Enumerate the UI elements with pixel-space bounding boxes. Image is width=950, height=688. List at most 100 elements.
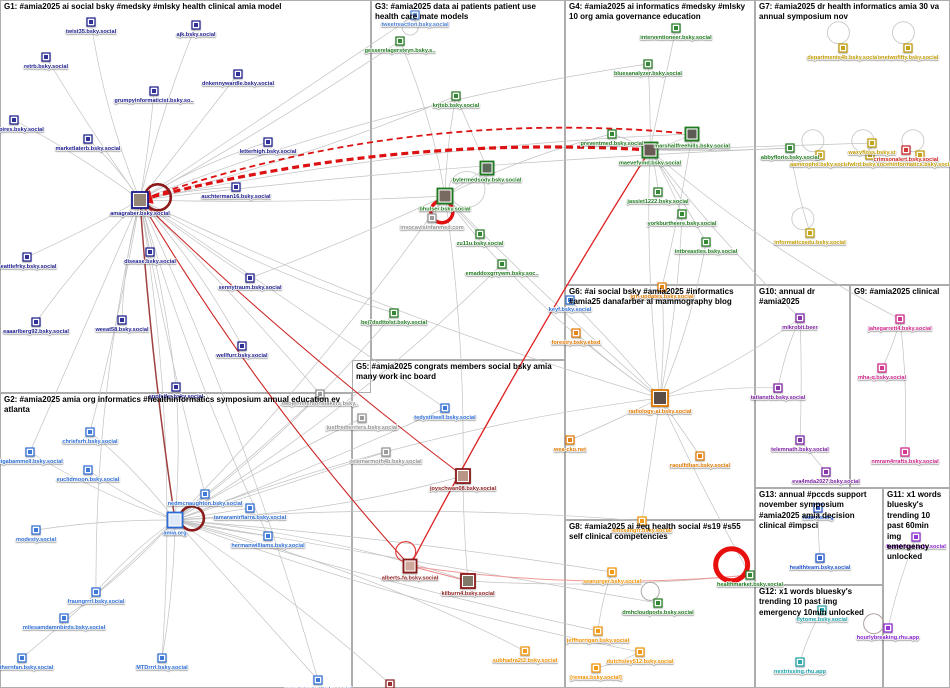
group-box-G13 [755,488,883,585]
node-n12[interactable] [145,247,155,257]
node-n35[interactable] [479,160,495,176]
node-avatar-fill [638,650,642,654]
node-n03[interactable] [41,52,51,62]
node-label: fraungrrrl.bsky.social [68,599,125,605]
node-n34[interactable] [451,91,461,101]
node-n86[interactable] [460,573,476,589]
node-n30[interactable] [313,675,323,685]
node-n58[interactable] [651,389,669,407]
node-n62[interactable] [565,295,575,305]
node-n63[interactable] [657,282,667,292]
node-n84[interactable] [455,468,471,484]
node-n66[interactable] [795,435,805,445]
node-n53[interactable] [785,143,795,153]
node-n54[interactable] [815,150,825,160]
node-n21[interactable] [83,465,93,475]
node-n49[interactable] [838,43,848,53]
node-n87[interactable] [385,679,395,688]
node-n29[interactable] [17,653,27,663]
node-n37[interactable] [427,213,437,223]
node-n81[interactable] [593,626,603,636]
node-n24[interactable] [263,531,273,541]
node-n51[interactable] [867,138,877,148]
node-n04[interactable] [233,69,243,79]
node-n31[interactable] [315,389,325,399]
node-n75[interactable] [883,623,893,633]
node-n47[interactable] [677,209,687,219]
node-n06[interactable] [9,115,19,125]
node-n14[interactable] [31,317,41,327]
node-n68[interactable] [895,314,905,324]
node-n72[interactable] [815,553,825,563]
node-avatar-fill [94,590,98,594]
node-n79[interactable] [607,567,617,577]
node-n07[interactable] [83,134,93,144]
node-avatar-fill [654,392,666,404]
node-n77[interactable] [795,657,805,667]
node-n50[interactable] [903,43,913,53]
node-n17[interactable] [171,382,181,392]
node-avatar-fill [820,608,824,612]
node-n15[interactable] [117,315,127,325]
node-n69[interactable] [877,363,887,373]
node-n27[interactable] [59,613,69,623]
node-n65[interactable] [773,383,783,393]
node-n73[interactable] [745,570,755,580]
node-n55[interactable] [865,150,875,160]
node-n11[interactable] [22,252,32,262]
node-n45[interactable] [684,126,700,142]
node-n90[interactable] [381,447,391,457]
node-n19[interactable] [85,427,95,437]
node-n74[interactable] [911,532,921,542]
edge [174,519,391,685]
node-avatar-fill [88,430,92,434]
node-n01[interactable] [86,17,96,27]
node-n44[interactable] [641,141,659,159]
node-n26[interactable] [91,587,101,597]
node-n70[interactable] [900,447,910,457]
node-n64[interactable] [795,313,805,323]
node-n46[interactable] [653,187,663,197]
node-n20[interactable] [25,447,35,457]
node-n59[interactable] [571,328,581,338]
node-n23[interactable] [245,503,255,513]
node-n08[interactable] [263,137,273,147]
node-n25[interactable] [31,525,41,535]
node-n61[interactable] [695,451,705,461]
node-n16[interactable] [237,341,247,351]
node-n57[interactable] [805,228,815,238]
node-n89[interactable] [357,413,367,423]
node-n13[interactable] [245,273,255,283]
node-n78[interactable] [637,516,647,526]
node-n39[interactable] [497,259,507,269]
node-n43[interactable] [607,129,617,139]
node-n41[interactable] [671,23,681,33]
node-n76[interactable] [817,605,827,615]
node-n71[interactable] [813,503,823,513]
node-n83[interactable] [591,663,601,673]
node-n38[interactable] [475,229,485,239]
node-n28[interactable] [157,653,167,663]
node-n67[interactable] [821,467,831,477]
node-n82[interactable] [635,647,645,657]
node-n91[interactable] [520,646,530,656]
node-n48[interactable] [701,237,711,247]
node-n22[interactable] [200,489,210,499]
node-n40[interactable] [389,308,399,318]
node-n33[interactable] [395,36,405,46]
node-n52[interactable] [901,145,911,155]
node-n09[interactable] [131,191,149,209]
node-n18[interactable] [166,511,184,529]
node-n60[interactable] [565,435,575,445]
node-n80[interactable] [653,598,663,608]
node-n42[interactable] [643,59,653,69]
node-n10[interactable] [231,182,241,192]
node-n36[interactable] [436,187,454,205]
node-n05[interactable] [149,86,159,96]
node-n32[interactable] [410,10,420,20]
edge [659,387,779,399]
node-n02[interactable] [191,20,201,30]
node-n85[interactable] [402,558,418,574]
node-n56[interactable] [915,150,925,160]
node-n88[interactable] [440,403,450,413]
